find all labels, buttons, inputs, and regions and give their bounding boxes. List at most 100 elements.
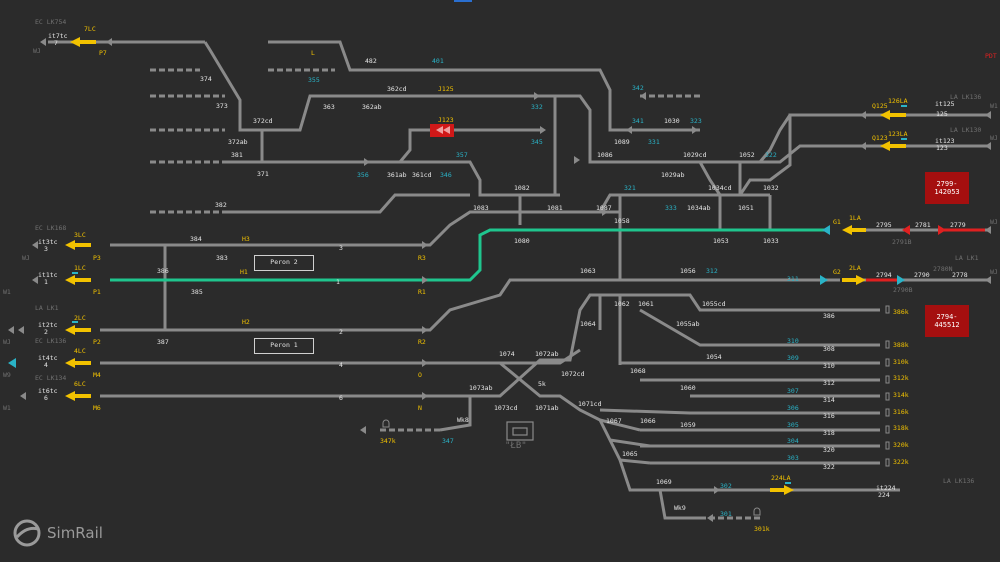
track-label: 1071ab [535,404,559,412]
signal-label[interactable]: P1 [93,288,101,296]
line-label: EC LK754 [35,18,67,26]
signal-label[interactable]: 126LA [888,97,908,105]
track-label: 1033 [763,237,779,245]
track-label: 374 [200,75,212,83]
signal-label[interactable]: H3 [242,235,250,243]
track-id-label: 345 [531,138,543,146]
signal-label[interactable]: 3LC [74,231,86,239]
track-id-label: 311 [787,275,799,283]
track-label: 1074 [499,350,515,358]
signal-label[interactable]: Q125 [872,102,888,110]
signal-label[interactable]: P2 [93,338,101,346]
track-label: 1062 [614,300,630,308]
line-label: WJ [22,254,30,262]
track-label: 1060 [680,384,696,392]
track-label: 322 [823,463,835,471]
signal-label[interactable]: R1 [418,288,426,296]
track-label: 385 [191,288,203,296]
signal-label[interactable]: M6 [93,404,101,412]
track-label: 363 [323,103,335,111]
signal-label[interactable]: N [418,404,422,412]
signal-label[interactable]: 4LC [74,347,86,355]
signal-label[interactable]: 6LC [74,380,86,388]
signal-label[interactable]: 7LC [84,25,96,33]
corner-label: PDT [985,52,997,60]
signal-label[interactable]: H2 [242,318,250,326]
track-label: 6 [44,394,48,402]
track-id-label: 302 [720,482,732,490]
track-label: 1086 [597,151,613,159]
track-label: 1068 [630,367,646,375]
track-label: 1069 [656,478,672,486]
track-label: 1 [336,278,340,286]
track-label: 1055ab [676,320,700,328]
track-end-label: 322k [893,458,909,466]
track-label: 1081 [547,204,563,212]
track-id-label: 309 [787,354,799,362]
track-label: it2tc [38,321,58,329]
track-label: 2794 [876,271,892,279]
simrail-logo: SimRail [12,518,103,548]
track-label: 1059 [680,421,696,429]
track-label: 373 [216,102,228,110]
simrail-logo-icon [13,519,41,547]
signal-label[interactable]: P7 [99,49,107,57]
line-label: LA LK130 [950,126,982,134]
signal-label[interactable]: O [418,371,422,379]
signal-label[interactable]: J123 [438,116,454,124]
line-label: LA LK136 [950,93,982,101]
signal-label[interactable]: 1LA [849,214,861,222]
alarm-box-2[interactable]: 2794-445512 [925,305,969,337]
track-end-label: 388k [893,341,909,349]
signal-label[interactable]: R2 [418,338,426,346]
signal-label[interactable]: 2LC [74,314,86,322]
track-label: 6 [339,394,343,402]
track-label: 1072cd [561,370,585,378]
track-label: 2 [44,328,48,336]
signal-label[interactable]: 224LA [771,474,791,482]
signal-label[interactable]: 1LC [74,264,86,272]
signal-label[interactable]: G2 [833,268,841,276]
signal-label[interactable]: G1 [833,218,841,226]
signal-label[interactable]: H1 [240,268,248,276]
signal-label[interactable]: M4 [93,371,101,379]
track-end-label: 347k [380,437,396,445]
track-label: 1034cd [708,184,732,192]
signal-label[interactable]: Q123 [872,134,888,142]
signal-label[interactable]: 123LA [888,130,908,138]
signal-label[interactable]: J125 [438,85,454,93]
track-end-label: 301k [754,525,770,533]
track-label: 371 [257,170,269,178]
track-label: 1055cd [702,300,726,308]
track-label: 482 [365,57,377,65]
track-id-label: 331 [648,138,660,146]
track-label: 1056 [680,267,696,275]
line-label: 2780N [933,265,953,273]
signal-label[interactable]: P3 [93,254,101,262]
track-label: 1065 [622,450,638,458]
track-label: 381 [231,151,243,159]
track-id-label: 332 [531,103,543,111]
track-label: it224 [876,484,896,492]
track-label: 1063 [580,267,596,275]
track-label: 125 [936,110,948,118]
signal-label[interactable]: 2LA [849,264,861,272]
track-end-label: 310k [893,358,909,366]
track-label: it125 [935,100,955,108]
alarm-box-1[interactable]: 2799-142053 [925,172,969,204]
track-label: 1 [44,278,48,286]
line-label: W9 [3,371,11,379]
track-label: it1tc [38,271,58,279]
signal-label[interactable]: L [311,49,315,57]
track-end-label: 318k [893,424,909,432]
track-label: 1051 [738,204,754,212]
track-label: 1083 [473,204,489,212]
line-label: EC LK136 [35,337,67,345]
signal-label[interactable]: R3 [418,254,426,262]
track-label: 386 [157,267,169,275]
track-label: 1032 [763,184,779,192]
track-label: 1071cd [578,400,602,408]
track-id-label: 401 [432,57,444,65]
track-end-label: 312k [893,374,909,382]
